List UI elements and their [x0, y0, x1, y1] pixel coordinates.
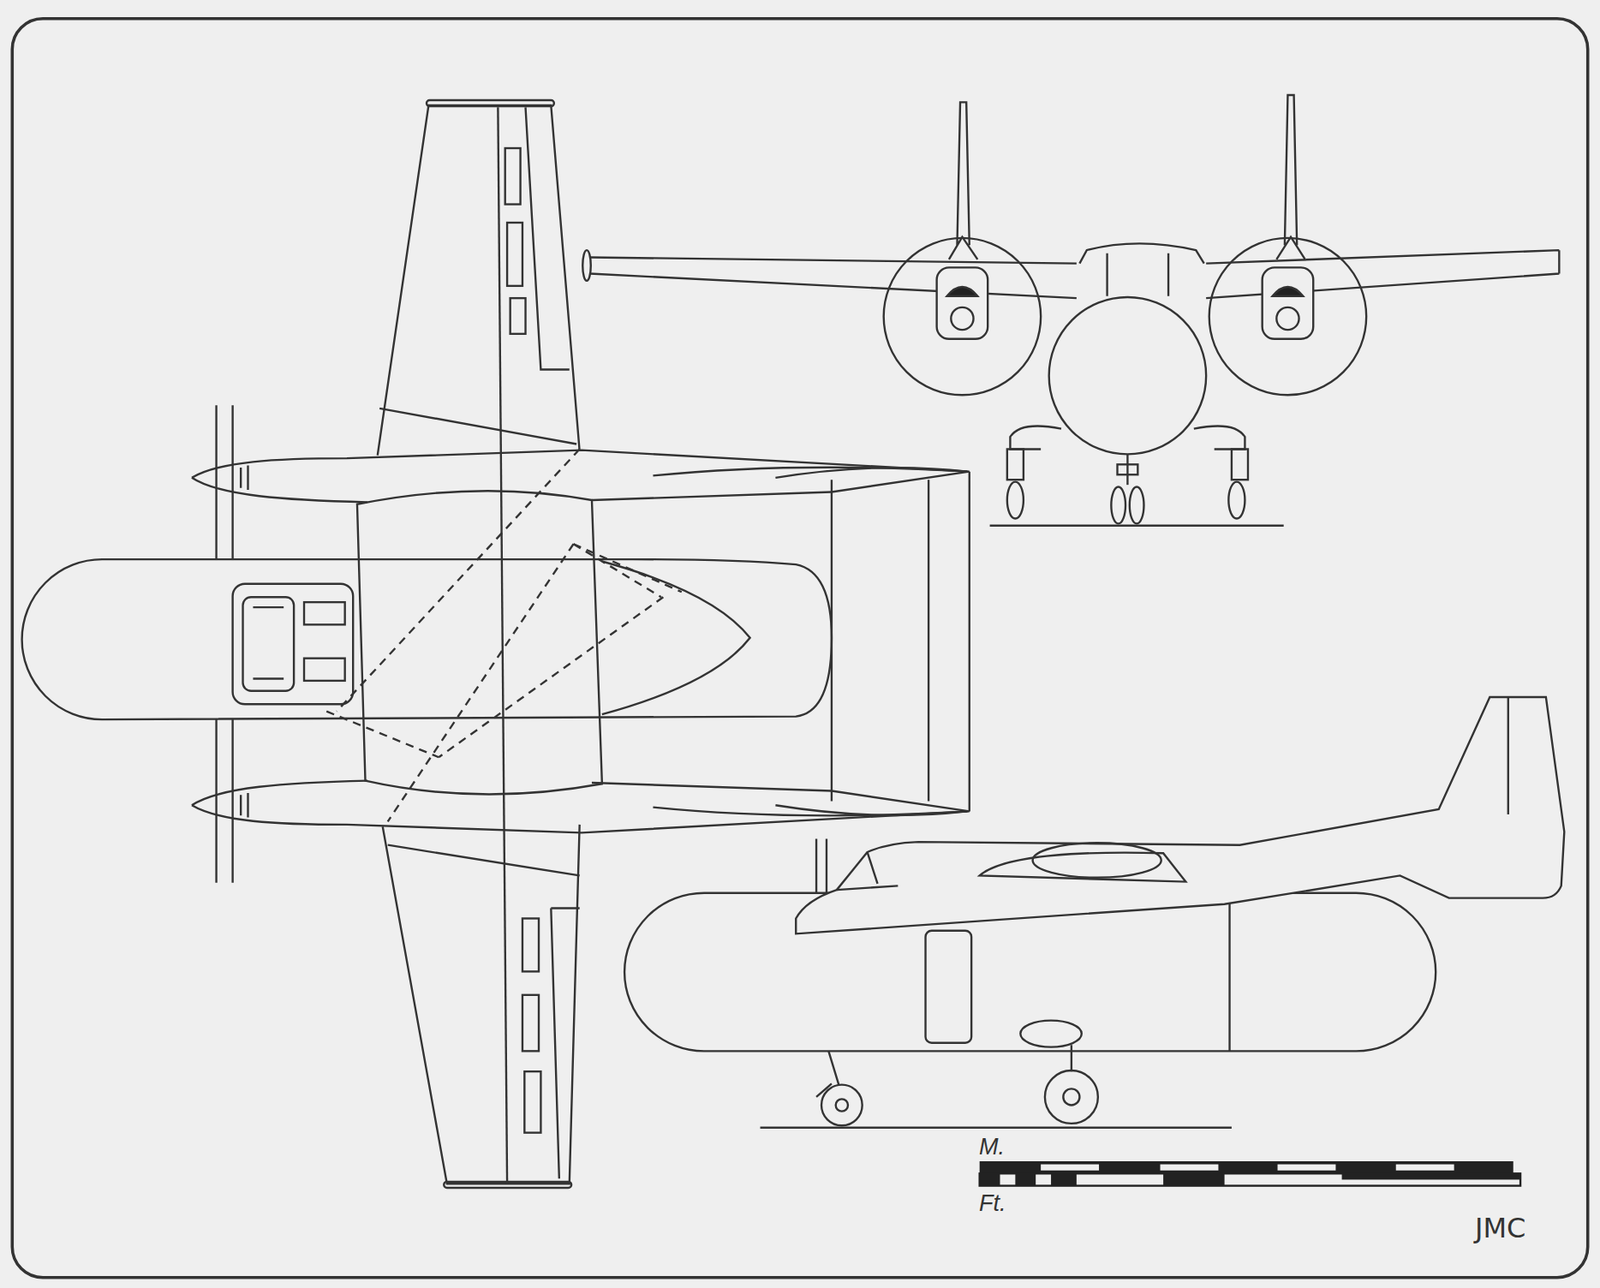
side-view: [624, 697, 1565, 1129]
draftsman-signature: JMC: [1474, 1214, 1526, 1242]
scale-bar: [979, 1161, 1521, 1187]
scale-unit-label: Ft.: [979, 1192, 1007, 1216]
scale-unit-label: M.: [979, 1135, 1005, 1159]
front-view: [582, 95, 1559, 526]
sheet-frame: [11, 18, 1588, 1278]
